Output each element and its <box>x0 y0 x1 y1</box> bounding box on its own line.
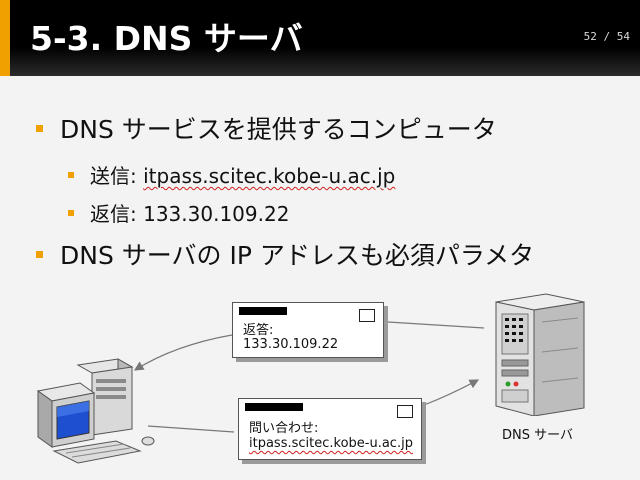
bullet-marker <box>68 172 74 178</box>
slide-title: 5-3. DNS サーバ <box>30 19 303 58</box>
bullet-marker <box>36 251 43 258</box>
bullet-reply: 返信: 133.30.109.22 <box>68 198 290 227</box>
query-link-line <box>147 425 235 433</box>
reply-card: 返答: 133.30.109.22 <box>232 302 384 358</box>
bullet-text: DNS サービスを提供するコンピュータ <box>60 115 497 144</box>
reply-card-value: 133.30.109.22 <box>243 337 339 352</box>
bullet-label: 返信: <box>90 202 144 226</box>
bullet-marker <box>36 125 43 132</box>
header-accent-bar <box>0 0 10 76</box>
envelope-stamp-icon <box>359 309 375 322</box>
query-card-label: 問い合わせ: <box>249 421 319 436</box>
dns-server-label: DNS サーバ <box>502 428 573 443</box>
client-computer-icon <box>36 358 155 464</box>
bullet-dns-ip: DNS サーバの IP アドレスも必須パラメタ <box>36 236 535 272</box>
envelope-stamp-icon <box>397 405 413 418</box>
query-card: 問い合わせ: itpass.scitec.kobe-u.ac.jp <box>238 398 422 460</box>
bullet-marker <box>68 210 74 216</box>
reply-ip: 133.30.109.22 <box>143 202 290 226</box>
send-hostname: itpass.scitec.kobe-u.ac.jp <box>143 164 396 188</box>
bullet-dns-service: DNS サービスを提供するコンピュータ <box>36 110 497 146</box>
bullet-text: DNS サーバの IP アドレスも必須パラメタ <box>60 241 535 270</box>
query-card-value: itpass.scitec.kobe-u.ac.jp <box>249 436 413 451</box>
query-arrow <box>423 379 480 406</box>
bullet-label: 送信: <box>90 164 144 188</box>
bullet-send: 送信: itpass.scitec.kobe-u.ac.jp <box>68 160 396 189</box>
reply-card-label: 返答: <box>243 323 274 338</box>
slide-header: 5-3. DNS サーバ 52 / 54 <box>0 0 640 76</box>
reply-arrow <box>133 334 233 371</box>
reply-link-line <box>387 321 485 329</box>
page-number: 52 / 54 <box>583 30 630 43</box>
card-header-bar <box>239 307 287 315</box>
card-header-bar <box>245 403 303 411</box>
dns-server-icon <box>495 293 585 416</box>
